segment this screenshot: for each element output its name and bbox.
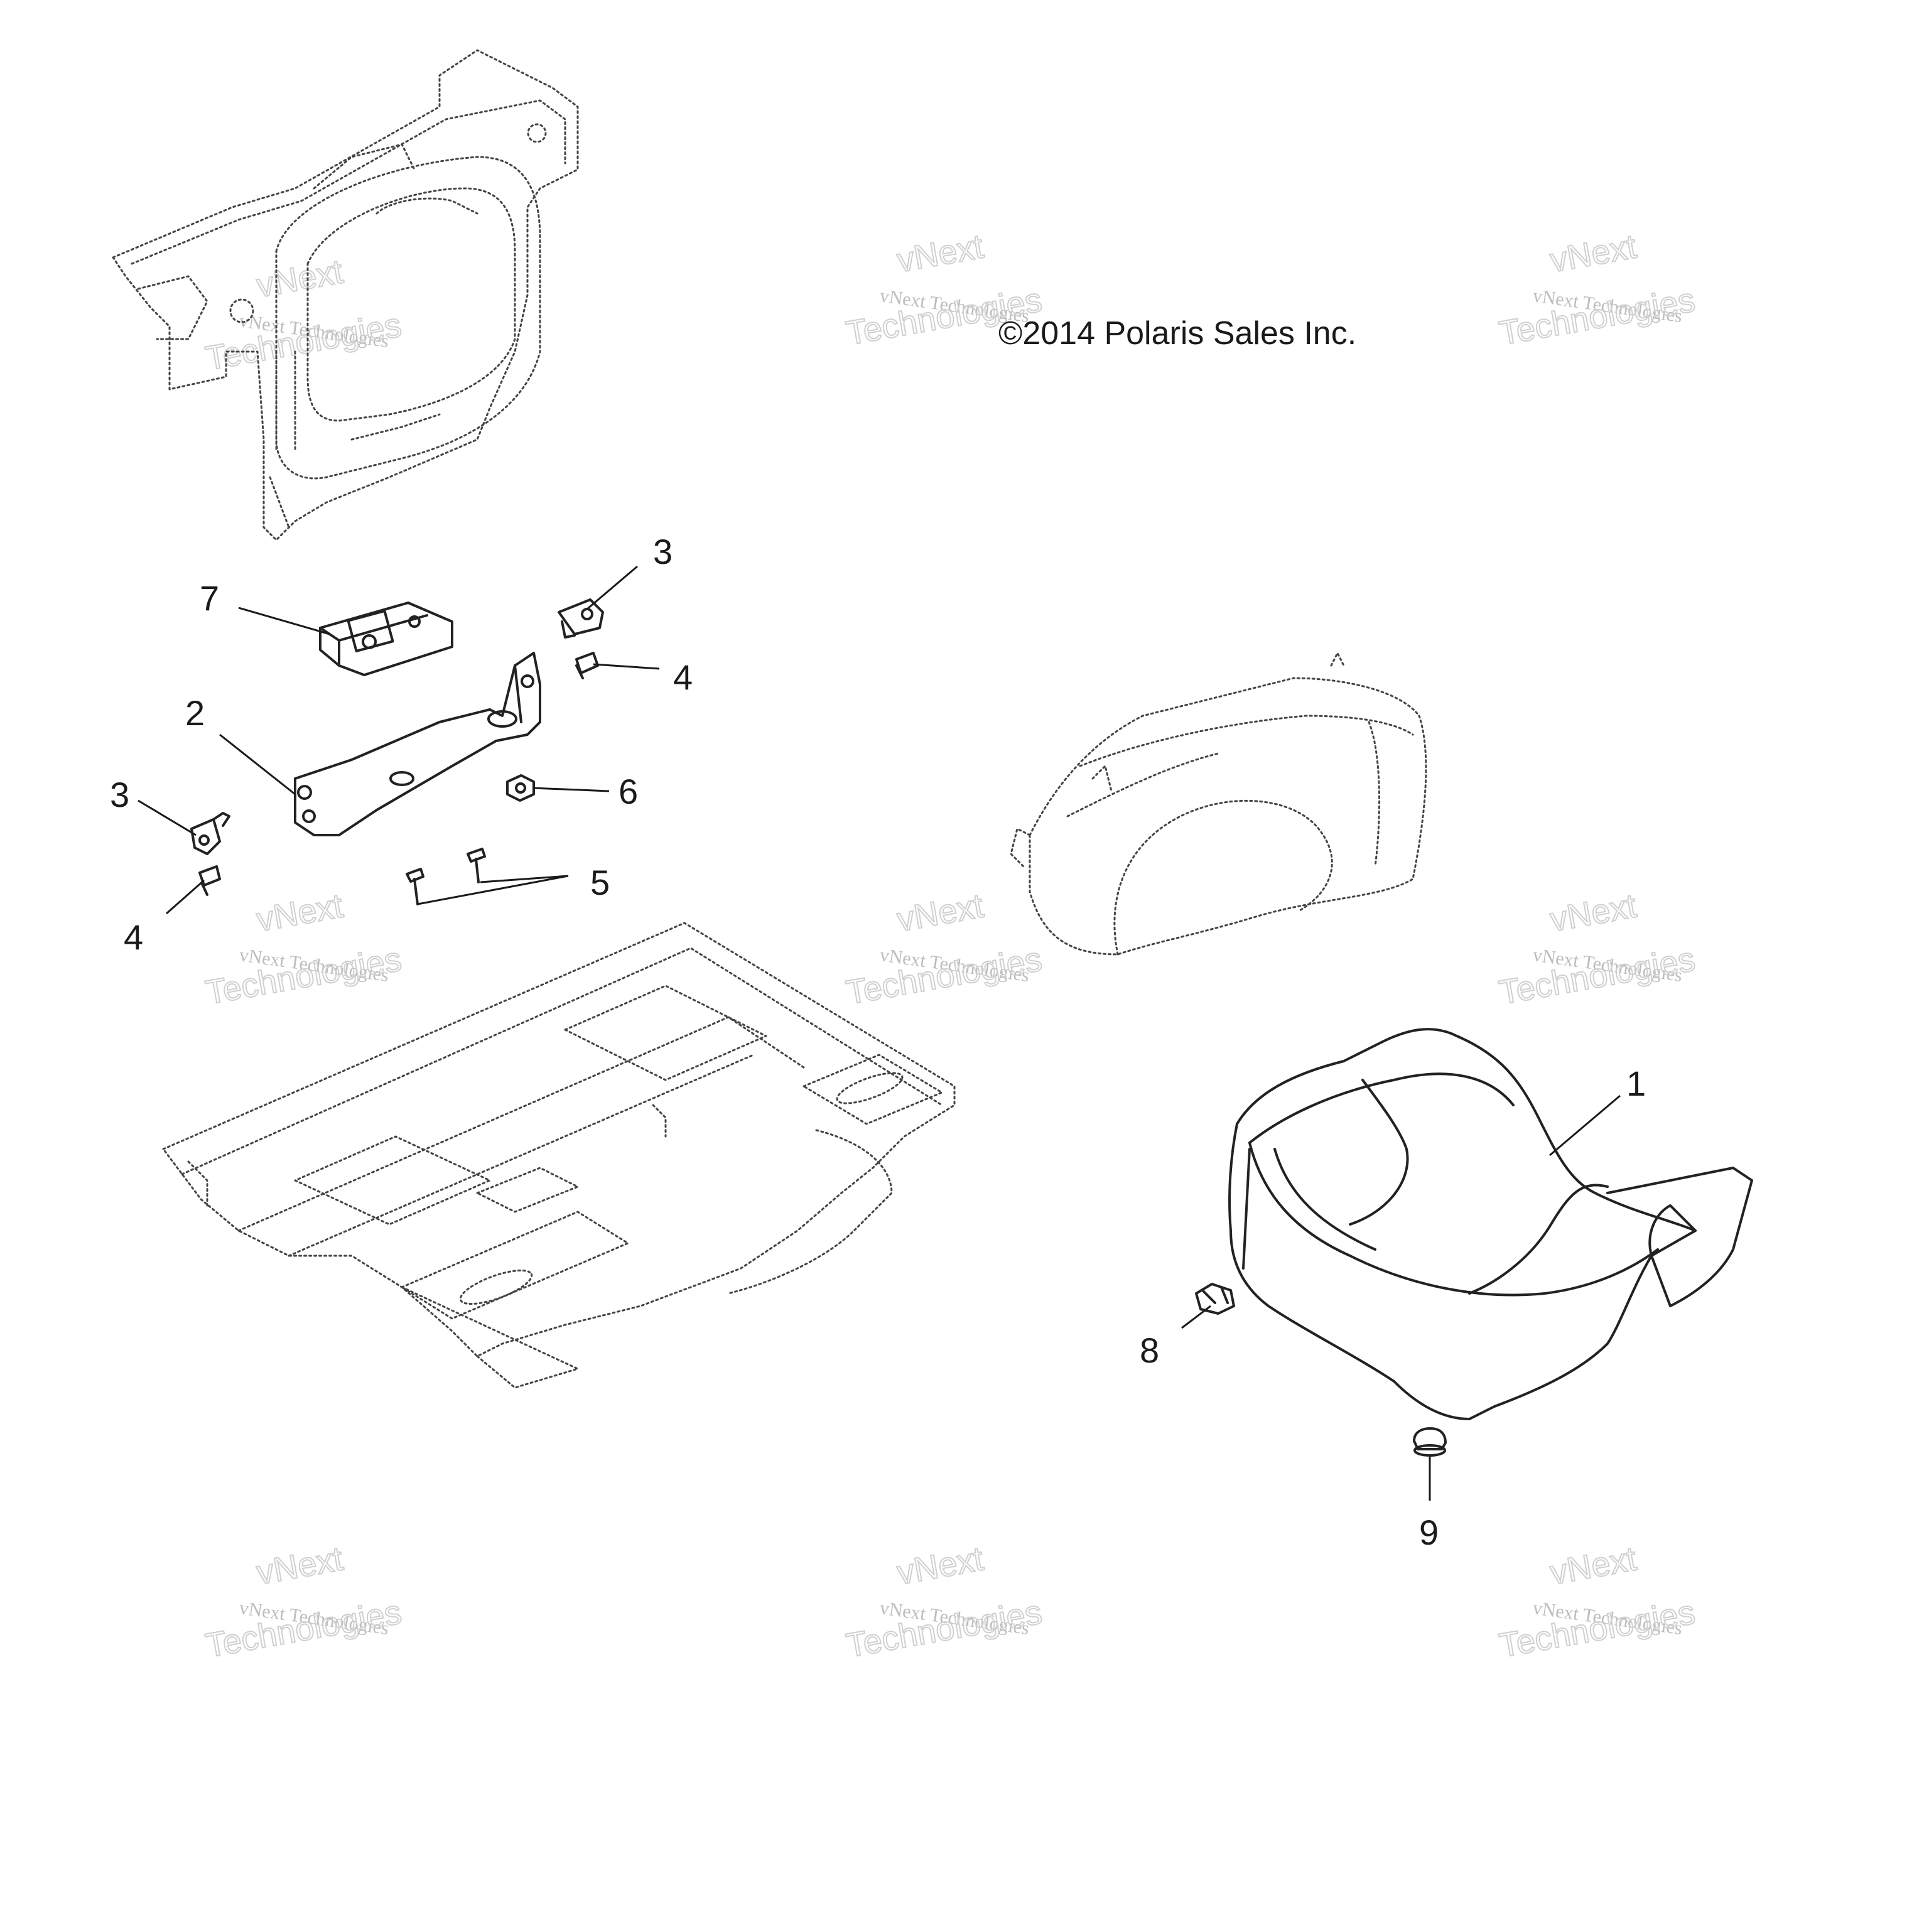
watermark-big: vNext <box>894 227 986 279</box>
part-2-bracket <box>294 652 541 836</box>
callout-5: 5 <box>590 863 610 902</box>
part-4-screw-upper <box>575 652 599 679</box>
callout-8: 8 <box>1140 1330 1159 1370</box>
rear-body-panel <box>112 49 579 541</box>
copyright-notice: ©2014 Polaris Sales Inc. <box>998 315 1356 352</box>
leader-3-lower <box>138 799 197 836</box>
watermark: vNext Technologies vNext Technologies <box>202 252 405 378</box>
watermark-big: Technologies <box>843 940 1045 1012</box>
part-5-bolts <box>406 848 486 905</box>
watermark-big: vNext <box>254 1540 345 1592</box>
watermark-big: vNext <box>894 887 986 939</box>
watermark-big: Technologies <box>203 1593 404 1665</box>
callout-7: 7 <box>200 578 219 618</box>
watermark-big: Technologies <box>1496 281 1698 352</box>
leader-4-upper <box>593 663 660 670</box>
leader-8 <box>1181 1305 1211 1329</box>
watermark-big: Technologies <box>203 940 404 1012</box>
leader-3-upper <box>586 565 638 610</box>
watermark: vNext Technologies vNext Technologies <box>1496 1539 1699 1665</box>
watermark-big: vNext <box>894 1540 986 1592</box>
callout-4-upper: 4 <box>673 657 693 697</box>
watermark-big: Technologies <box>1496 940 1698 1012</box>
part-3-stud-lower <box>190 812 230 855</box>
leader-lines <box>138 565 1621 1501</box>
leader-6 <box>532 787 610 792</box>
callout-3-upper: 3 <box>653 532 673 571</box>
watermark: vNext Technologies vNext Technologies <box>202 1539 405 1665</box>
part-6-nut <box>506 774 535 802</box>
callout-1: 1 <box>1626 1064 1646 1103</box>
callout-3-lower: 3 <box>110 775 129 814</box>
watermark-group: vNext Technologies vNext Technologies vN… <box>202 227 1699 1665</box>
callout-4-lower: 4 <box>124 917 143 957</box>
callout-2: 2 <box>185 693 205 733</box>
watermark-big: vNext <box>254 887 345 939</box>
leader-7 <box>238 607 330 635</box>
leader-1 <box>1549 1094 1621 1157</box>
watermark: vNext Technologies vNext Technologies <box>1496 886 1699 1012</box>
callout-6: 6 <box>619 772 638 811</box>
part-8-clip <box>1195 1283 1235 1315</box>
watermark-big: vNext <box>1547 227 1639 279</box>
part-4-screw-lower <box>198 865 221 896</box>
part-3-stud-upper <box>558 598 604 639</box>
leader-5b <box>480 875 569 883</box>
part-1-seat <box>1228 1028 1753 1420</box>
callouts: 1 2 3 3 4 4 5 6 7 8 9 <box>110 532 1646 1552</box>
watermark-big: Technologies <box>203 306 404 377</box>
watermark: vNext Technologies vNext Technologies <box>843 886 1046 1012</box>
watermark-big: Technologies <box>843 1593 1045 1665</box>
part-7-latch <box>319 602 453 676</box>
watermark: vNext Technologies vNext Technologies <box>202 886 405 1012</box>
seat-outline-dotted <box>1010 652 1427 956</box>
watermark-big: Technologies <box>1496 1593 1698 1665</box>
watermark-big: vNext <box>1547 887 1639 939</box>
callout-9: 9 <box>1419 1513 1439 1552</box>
watermark: vNext Technologies vNext Technologies <box>1496 227 1699 353</box>
leader-4-lower <box>166 879 205 915</box>
watermark: vNext Technologies vNext Technologies <box>843 1539 1046 1665</box>
seat-frame <box>162 922 956 1389</box>
part-9-grommet <box>1413 1427 1447 1457</box>
watermark-big: vNext <box>1547 1540 1639 1592</box>
leader-2 <box>219 733 296 796</box>
leader-5a <box>417 875 569 905</box>
watermark-big: vNext <box>254 252 345 305</box>
